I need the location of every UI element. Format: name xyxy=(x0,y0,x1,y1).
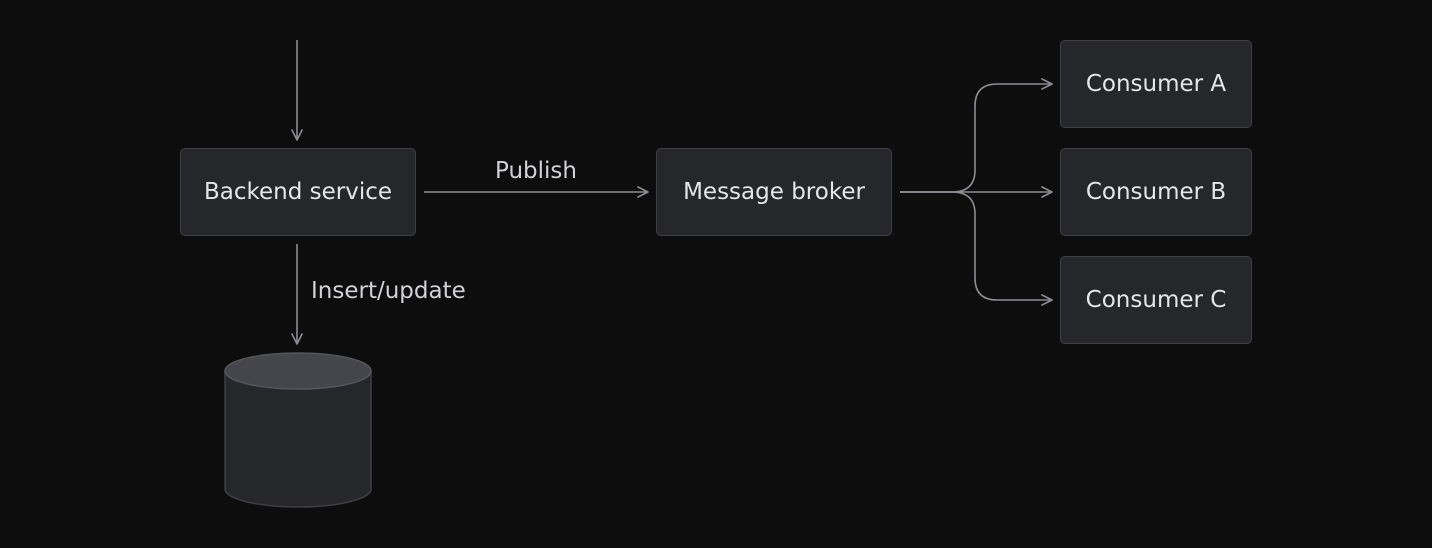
message-broker-node: Message broker xyxy=(656,148,892,236)
message-broker-label: Message broker xyxy=(683,179,865,205)
consumer-c-label: Consumer C xyxy=(1085,287,1227,313)
insert-update-edge-label: Insert/update xyxy=(311,278,466,304)
consumer-a-label: Consumer A xyxy=(1085,71,1227,97)
backend-service-node: Backend service xyxy=(180,148,416,236)
publish-edge-label: Publish xyxy=(495,158,577,184)
fanout-arrow-consumer-a xyxy=(900,78,1053,193)
consumer-b-node: Consumer B xyxy=(1060,148,1252,236)
fanout-arrow-consumer-c xyxy=(900,191,1053,306)
consumer-c-node: Consumer C xyxy=(1060,256,1252,344)
consumer-b-label: Consumer B xyxy=(1085,179,1227,205)
database-cylinder-icon xyxy=(224,352,372,508)
consumer-a-node: Consumer A xyxy=(1060,40,1252,128)
backend-service-label: Backend service xyxy=(203,179,393,205)
